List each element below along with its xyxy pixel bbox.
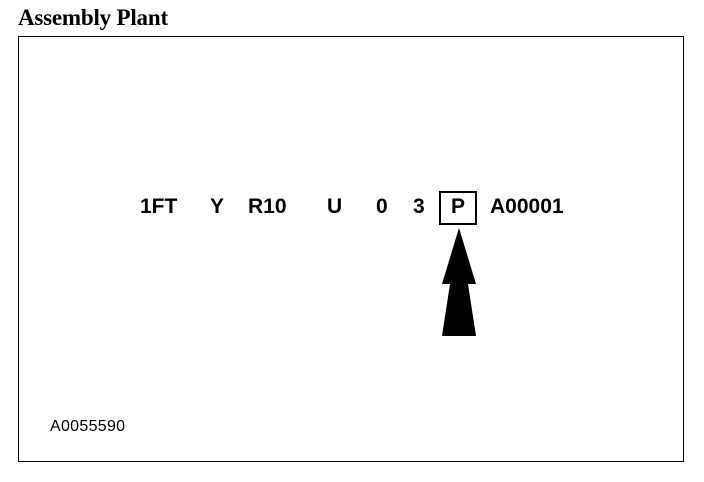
figure-id: A0055590 — [50, 418, 126, 435]
diagram-frame — [18, 36, 684, 462]
page-title: Assembly Plant — [18, 5, 168, 30]
vin-segment-serial-number: A00001 — [490, 195, 564, 218]
vin-segment-model-year: 3 — [413, 195, 425, 218]
pointer-arrow-icon — [442, 228, 476, 336]
vin-segment-engine: U — [327, 195, 343, 218]
vin-segment-line-series-body: R10 — [248, 195, 287, 218]
vin-segment-check-digit: 0 — [376, 195, 388, 218]
vin-segment-restraint: Y — [210, 195, 225, 218]
highlight-box — [439, 191, 477, 225]
vin-segment-wmi: 1FT — [140, 195, 178, 218]
vin-segment-assembly-plant: P — [451, 195, 466, 218]
